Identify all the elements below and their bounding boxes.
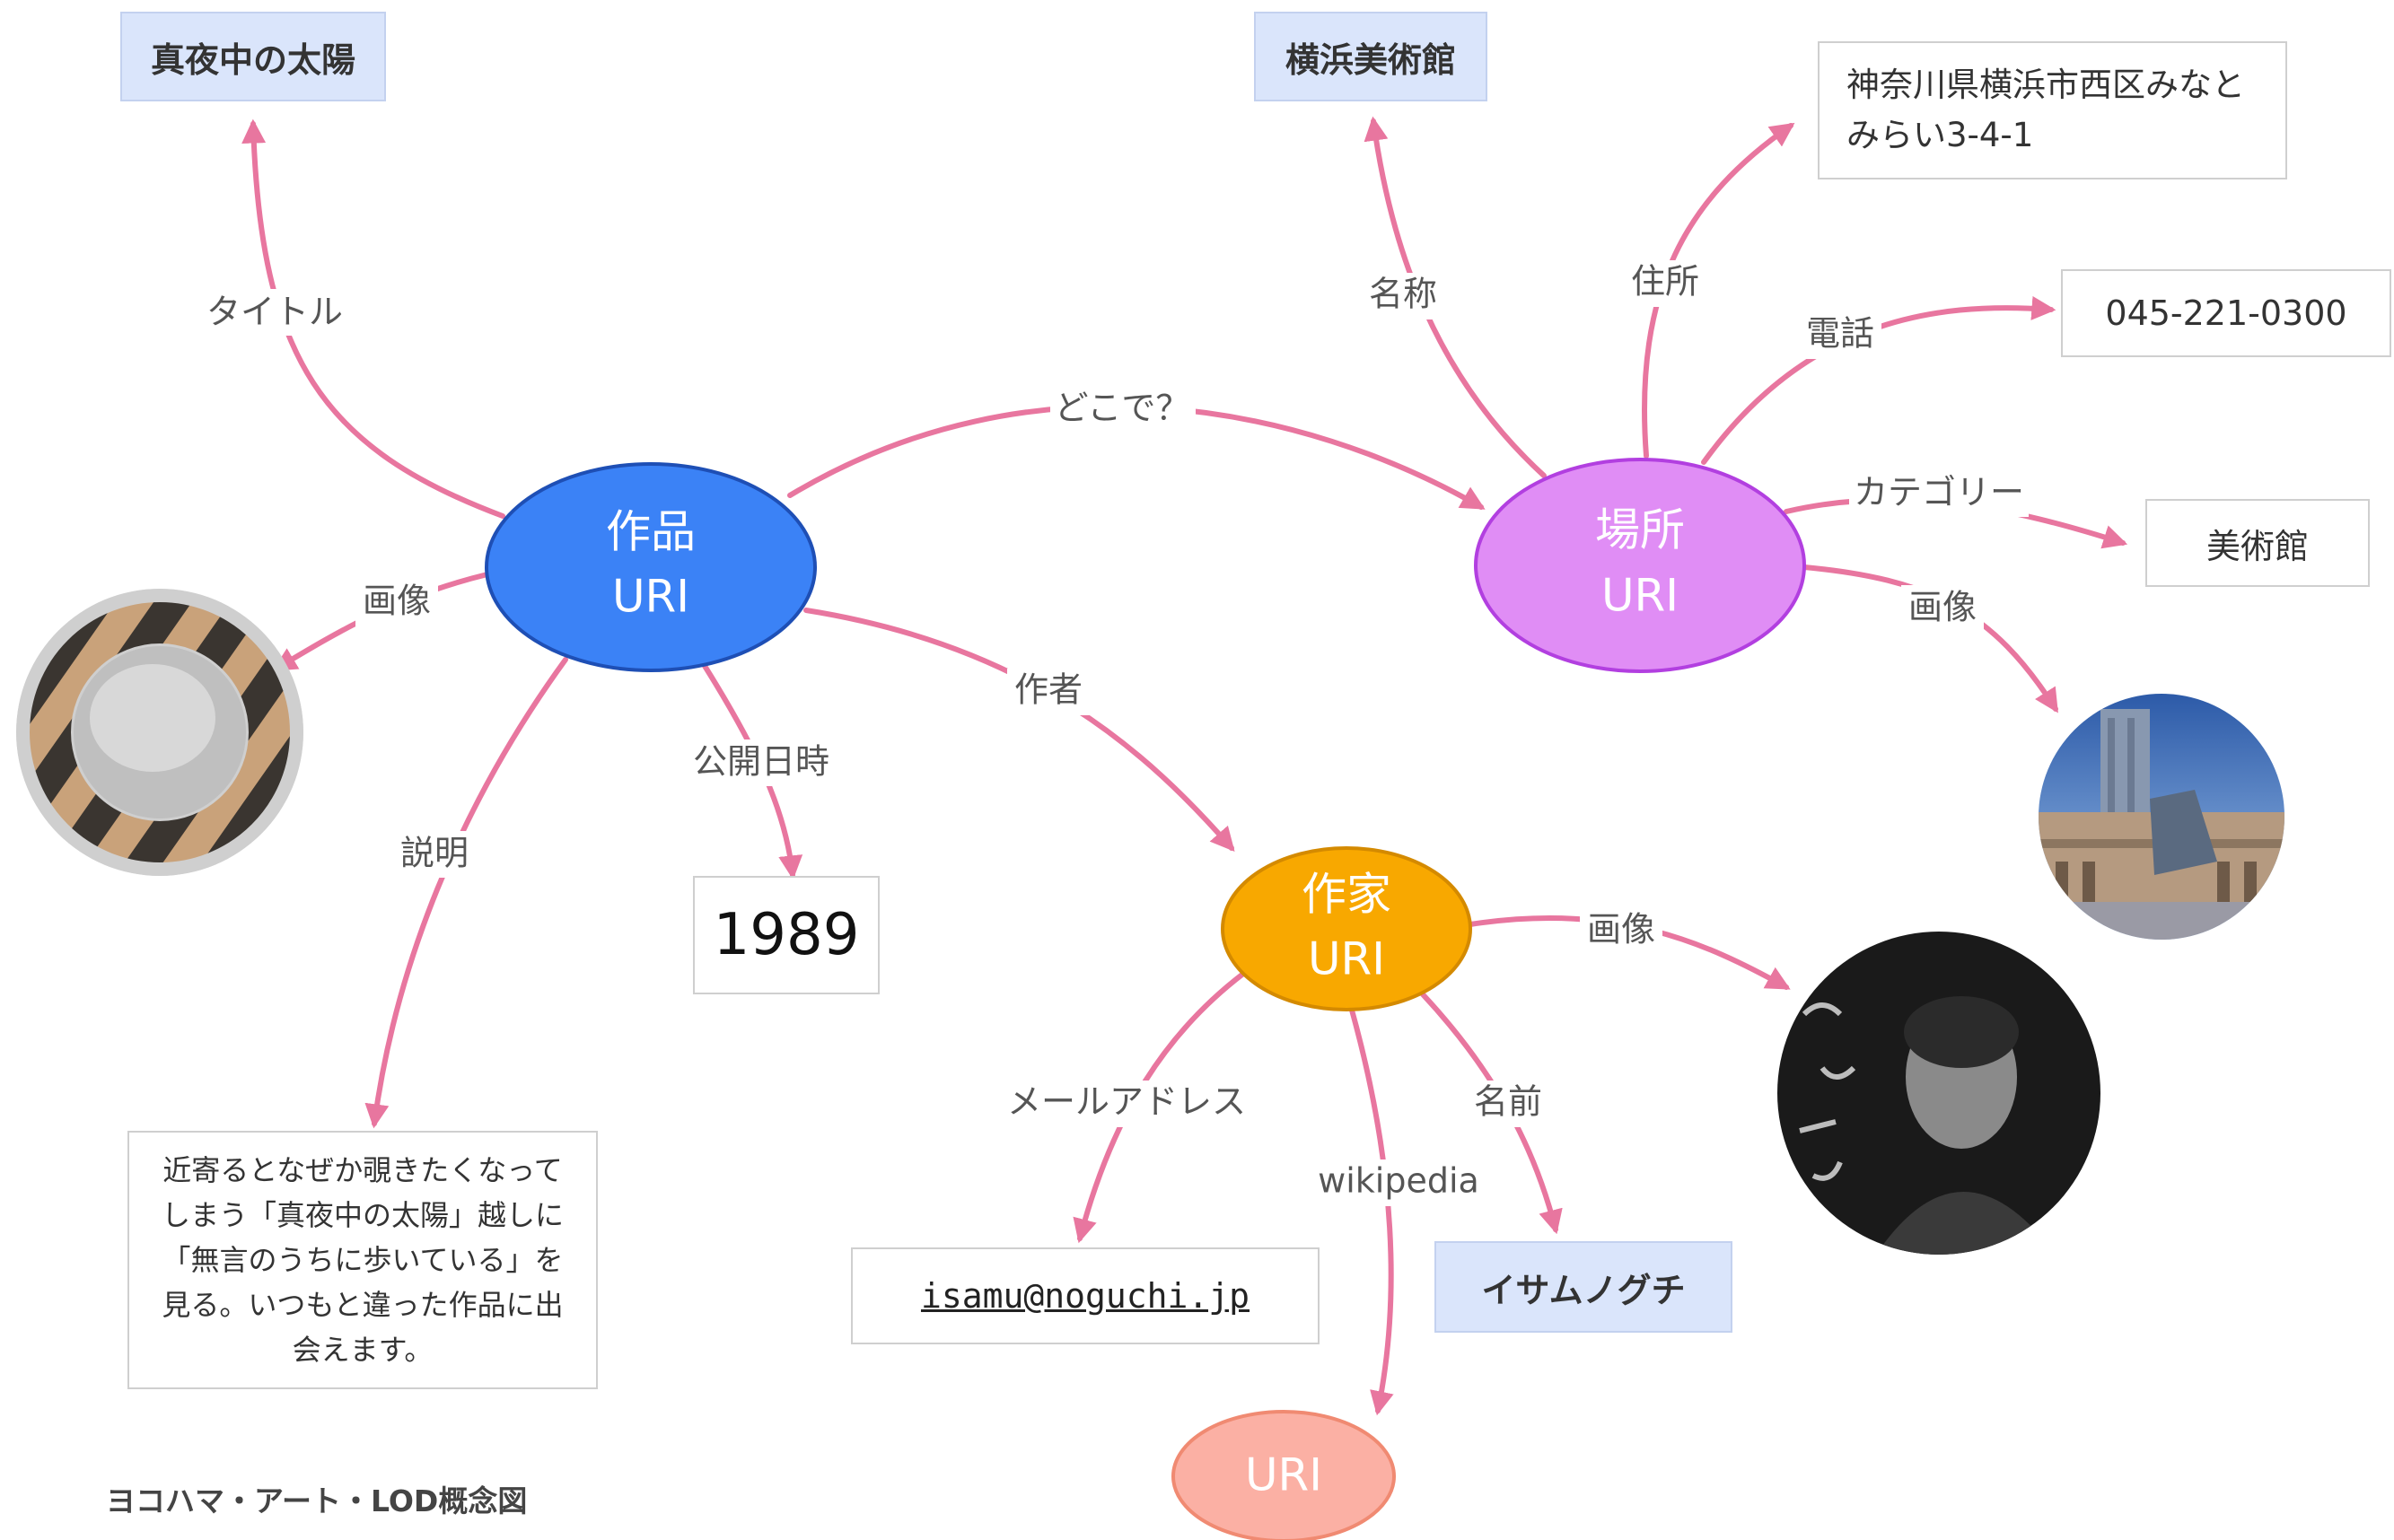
- node-work[interactable]: 作品 URI: [485, 462, 817, 672]
- email-link[interactable]: isamu@noguchi.jp: [920, 1276, 1250, 1316]
- node-artist-label: 作家: [1302, 869, 1391, 921]
- edge-label-email: メールアドレス: [1007, 1082, 1246, 1122]
- edge-label-name-artist: 名前: [1474, 1082, 1542, 1122]
- box-year: 1989: [693, 876, 880, 994]
- box-museum-name: 横浜美術館: [1254, 12, 1487, 101]
- artist-image: [1777, 932, 2100, 1255]
- edge-label-description: 説明: [400, 834, 469, 873]
- edge-title-arrow: [241, 118, 505, 519]
- work-image: [16, 589, 303, 876]
- edge-label-image-artist: 画像: [1587, 910, 1655, 949]
- edge-label-wikipedia: wikipedia: [1318, 1161, 1479, 1201]
- edge-label-category: カテゴリー: [1854, 473, 2024, 512]
- box-address: 神奈川県横浜市西区みなとみらい3-4-1: [1818, 41, 2287, 179]
- edge-wikipedia-arrow: [1348, 1004, 1394, 1416]
- edge-label-name-place: 名称: [1369, 275, 1437, 314]
- diagram-caption: ヨコハマ・アート・LOD概念図: [106, 1483, 528, 1518]
- node-artist-uri: URI: [1308, 933, 1385, 985]
- box-title-value: 真夜中の太陽: [120, 12, 386, 101]
- node-place-uri: URI: [1601, 570, 1679, 622]
- box-phone: 045-221-0300: [2061, 269, 2391, 357]
- node-work-label: 作品: [606, 506, 696, 558]
- edge-label-author: 作者: [1014, 670, 1083, 710]
- edge-labels: タイトル 画像 説明 公開日時 どこで？ 作者 名称 住所 電話 カテゴリー 画…: [199, 260, 2029, 1206]
- place-image: [2039, 694, 2284, 940]
- node-wikipedia-uri[interactable]: URI: [1171, 1410, 1396, 1540]
- edge-author-arrow: [803, 608, 1235, 853]
- edge-label-where: どこで？: [1055, 389, 1190, 428]
- node-place[interactable]: 場所 URI: [1474, 458, 1806, 673]
- edge-label-published: 公開日時: [693, 742, 829, 782]
- box-category-value: 美術館: [2145, 499, 2370, 587]
- box-email[interactable]: isamu@noguchi.jp: [851, 1247, 1320, 1344]
- node-place-label: 場所: [1595, 504, 1685, 556]
- edge-label-title: タイトル: [206, 293, 343, 332]
- edge-description-arrow: [364, 657, 568, 1129]
- edge-label-image-work: 画像: [363, 582, 431, 621]
- box-description: 近寄るとなぜか覗きたくなってしまう「真夜中の太陽」越しに「無言のうちに歩いている…: [127, 1131, 598, 1389]
- edge-label-phone: 電話: [1806, 314, 1874, 354]
- node-work-uri: URI: [612, 571, 689, 623]
- box-artist-name: イサムノグチ: [1434, 1241, 1732, 1333]
- node-artist[interactable]: 作家 URI: [1221, 846, 1472, 1011]
- edge-label-address: 住所: [1631, 262, 1699, 302]
- node-wiki-uri: URI: [1245, 1449, 1322, 1501]
- edge-address-arrow: [1642, 122, 1795, 459]
- edge-label-image-place: 画像: [1908, 588, 1977, 627]
